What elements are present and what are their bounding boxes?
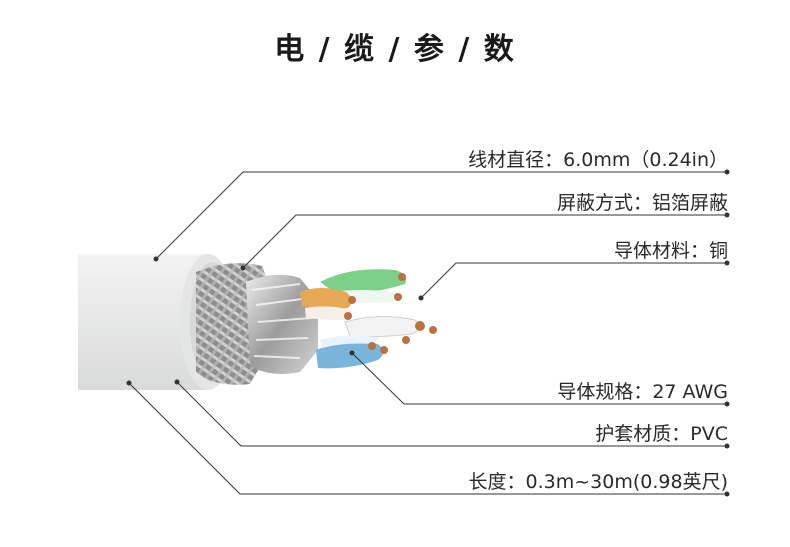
spec-conductor-material: 导体材料：铜 [614,236,728,263]
spec-shielding: 屏蔽方式：铝箔屏蔽 [557,188,728,215]
spec-conductor-gauge: 导体规格：27 AWG [557,377,728,404]
twisted-pairs [300,269,437,368]
leader-line-conductor [421,263,727,298]
foil-shield [246,275,318,374]
spec-diameter: 线材直径：6.0mm（0.24in） [468,145,728,172]
spec-length: 长度：0.3m~30m(0.98英尺) [469,467,728,494]
spec-jacket-material: 护套材质：PVC [595,419,728,446]
